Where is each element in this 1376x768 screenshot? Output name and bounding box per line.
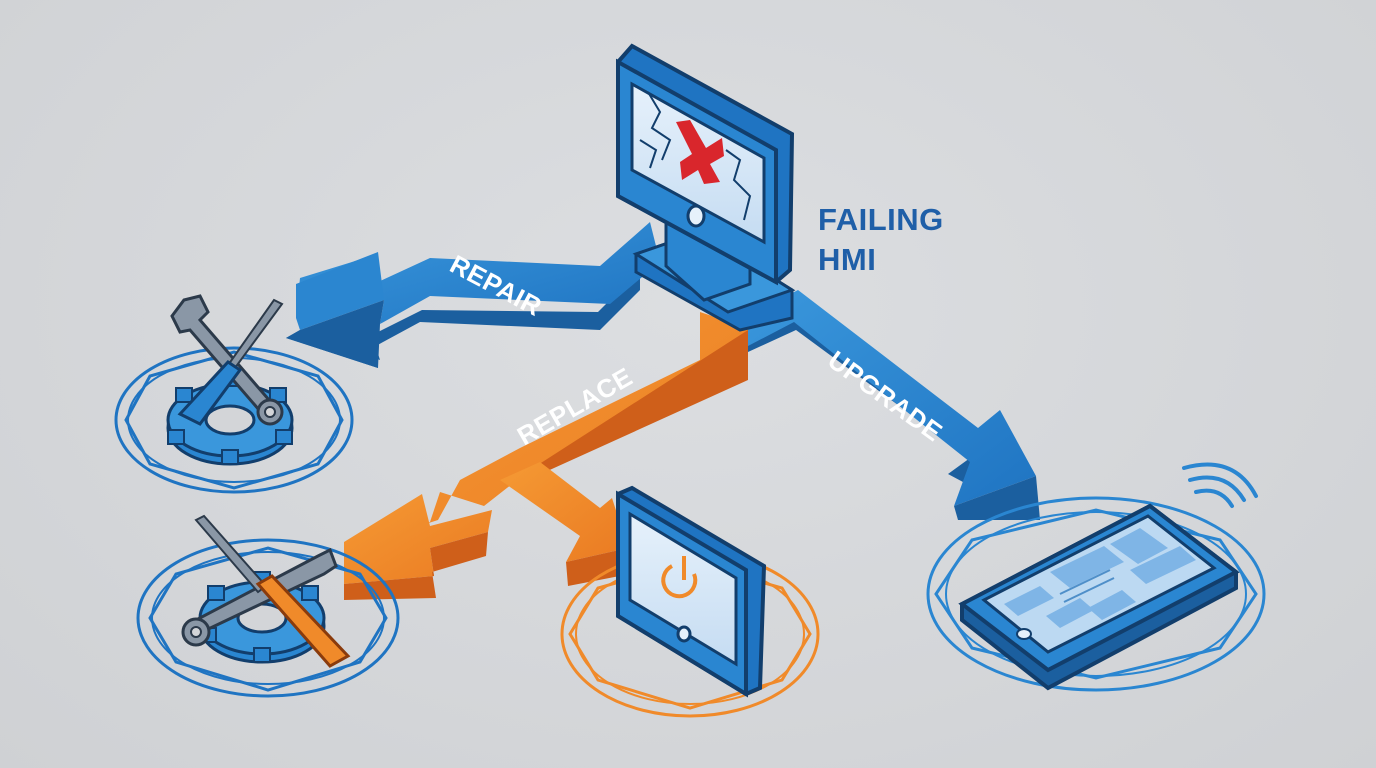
upgrade-arrow: UPGRADE [748,290,1040,520]
tools-gear-icon [136,514,400,698]
failing-hmi-label: FAILING HMI [818,200,944,280]
failing-hmi-label-line2: HMI [818,242,877,277]
replace-arrow: REPLACE [344,312,748,600]
repair-arrow: REPAIR [286,222,660,368]
power-icon [661,556,698,599]
wifi-tablet-icon [926,462,1266,692]
error-x-icon [676,120,724,184]
wrench-screwdriver-gear-icon [114,294,354,494]
broken-monitor-icon [616,43,796,332]
failing-hmi-label-line1: FAILING [818,202,944,237]
wireless-signal-icon [1182,462,1258,508]
power-tablet-icon [560,485,820,718]
